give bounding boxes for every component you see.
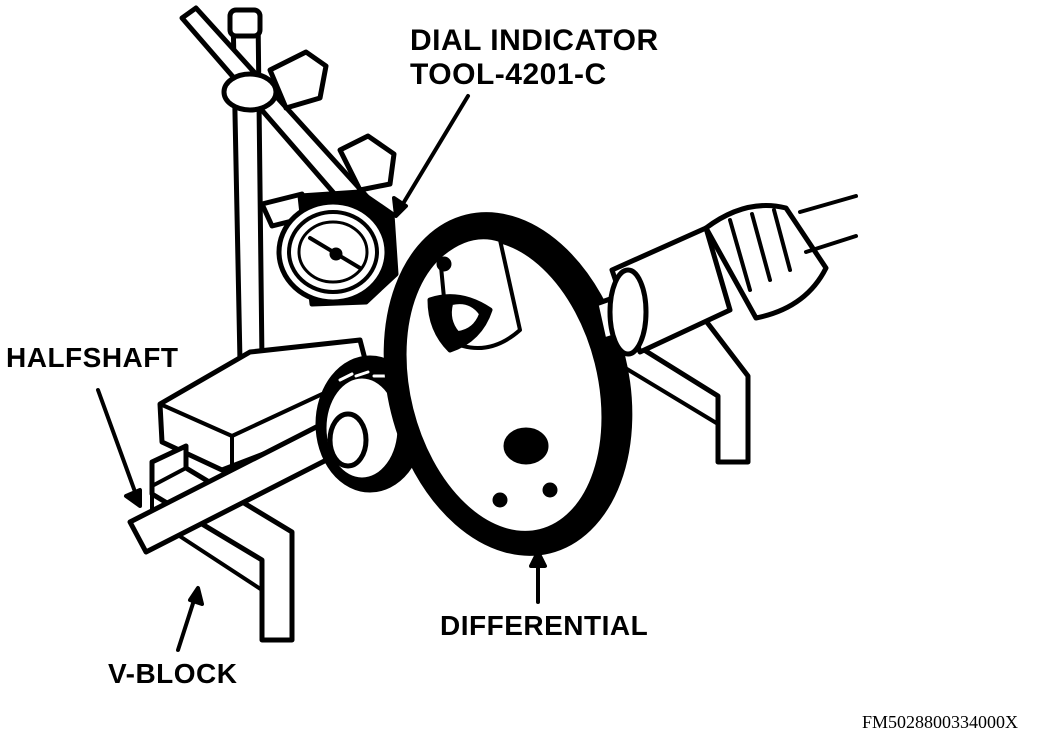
tool-number-label: TOOL-4201-C xyxy=(410,58,607,91)
dial-indicator xyxy=(276,189,399,307)
halfshaft-label: HALFSHAFT xyxy=(6,342,179,373)
dial-indicator-leader xyxy=(396,94,470,214)
right-shaft-boot xyxy=(593,194,858,357)
v-block-leader xyxy=(176,592,198,652)
dial-indicator-label: DIAL INDICATOR xyxy=(410,24,659,57)
differential-label: DIFFERENTIAL xyxy=(440,610,649,641)
differential-ring-gear xyxy=(383,212,633,556)
leader-lines xyxy=(96,94,547,652)
figure-code: FM5028800334000X xyxy=(862,712,1019,732)
halfshaft-leader xyxy=(96,388,140,502)
v-block-label: V-BLOCK xyxy=(108,658,238,689)
